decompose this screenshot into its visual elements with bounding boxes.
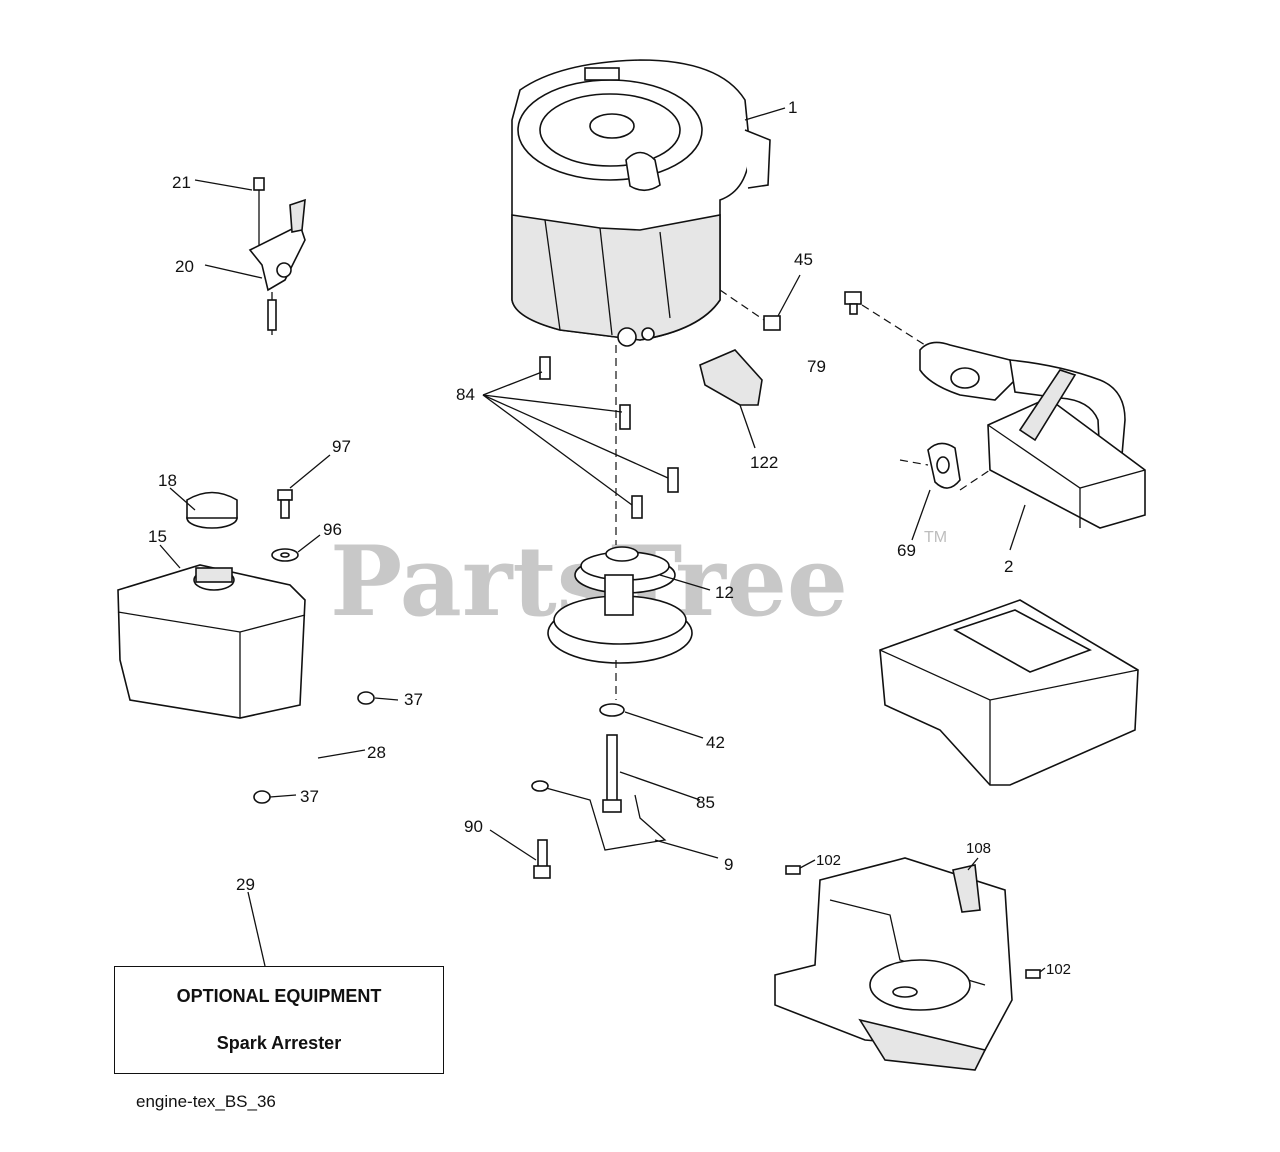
muffler[interactable] <box>919 341 1146 529</box>
callout-122[interactable]: 122 <box>750 453 778 472</box>
callout-29[interactable]: 29 <box>236 875 255 894</box>
callout-21[interactable]: 21 <box>172 173 191 192</box>
fuel-cap[interactable] <box>186 491 238 529</box>
callout-96[interactable]: 96 <box>323 520 342 539</box>
nut-45[interactable] <box>763 315 781 331</box>
spark-arrester-label[interactable]: Spark Arrester <box>216 1033 342 1053</box>
bolt-90[interactable] <box>533 839 551 879</box>
callout-79[interactable]: 79 <box>807 357 826 376</box>
callout-labels: 1 2 9 12 15 18 20 21 28 29 37 37 42 45 6… <box>148 98 1071 978</box>
callout-18[interactable]: 18 <box>158 471 177 490</box>
gasket-69[interactable] <box>927 442 961 489</box>
callout-108[interactable]: 108 <box>966 840 991 857</box>
callout-37-lower[interactable]: 37 <box>300 787 319 806</box>
callout-97[interactable]: 97 <box>332 437 351 456</box>
callout-69[interactable]: 69 <box>897 541 916 560</box>
screw-102-left[interactable] <box>785 865 801 875</box>
heat-shield-122[interactable] <box>699 349 763 406</box>
engine-mounting-plate[interactable] <box>879 599 1139 786</box>
screw-102-right[interactable] <box>1025 969 1041 979</box>
callout-1[interactable]: 1 <box>788 98 797 117</box>
callout-84[interactable]: 84 <box>456 385 475 404</box>
bolt-79[interactable] <box>844 291 862 315</box>
watermark-trademark: TM <box>924 529 947 546</box>
callout-90[interactable]: 90 <box>464 817 483 836</box>
callout-37-upper[interactable]: 37 <box>404 690 423 709</box>
washer-96[interactable] <box>271 548 299 562</box>
throttle-control[interactable] <box>248 177 306 335</box>
fuel-tank[interactable] <box>117 564 306 719</box>
bolts-84[interactable] <box>539 356 679 519</box>
pulley-12-lower[interactable] <box>547 574 693 664</box>
rod-9[interactable] <box>531 780 667 851</box>
callout-9[interactable]: 9 <box>724 855 733 874</box>
callout-42[interactable]: 42 <box>706 733 725 752</box>
bolt-97[interactable] <box>277 489 293 519</box>
callout-28[interactable]: 28 <box>367 743 386 762</box>
callout-2[interactable]: 2 <box>1004 557 1013 576</box>
engine[interactable] <box>511 59 771 347</box>
callout-45[interactable]: 45 <box>794 250 813 269</box>
washer-42[interactable] <box>599 703 625 717</box>
leader-lines <box>159 107 1046 973</box>
blower-housing-108[interactable] <box>774 857 1013 1071</box>
callout-12[interactable]: 12 <box>715 583 734 602</box>
callout-102-right[interactable]: 102 <box>1046 961 1071 978</box>
callout-85[interactable]: 85 <box>696 793 715 812</box>
optional-equipment-box: OPTIONAL EQUIPMENT Spark Arrester <box>114 966 444 1074</box>
callout-20[interactable]: 20 <box>175 257 194 276</box>
callout-15[interactable]: 15 <box>148 527 167 546</box>
callout-102-left[interactable]: 102 <box>816 852 841 869</box>
diagram-reference-code: engine-tex_BS_36 <box>136 1092 276 1111</box>
optional-equipment-title: OPTIONAL EQUIPMENT <box>176 986 382 1006</box>
bolt-85[interactable] <box>602 734 622 813</box>
